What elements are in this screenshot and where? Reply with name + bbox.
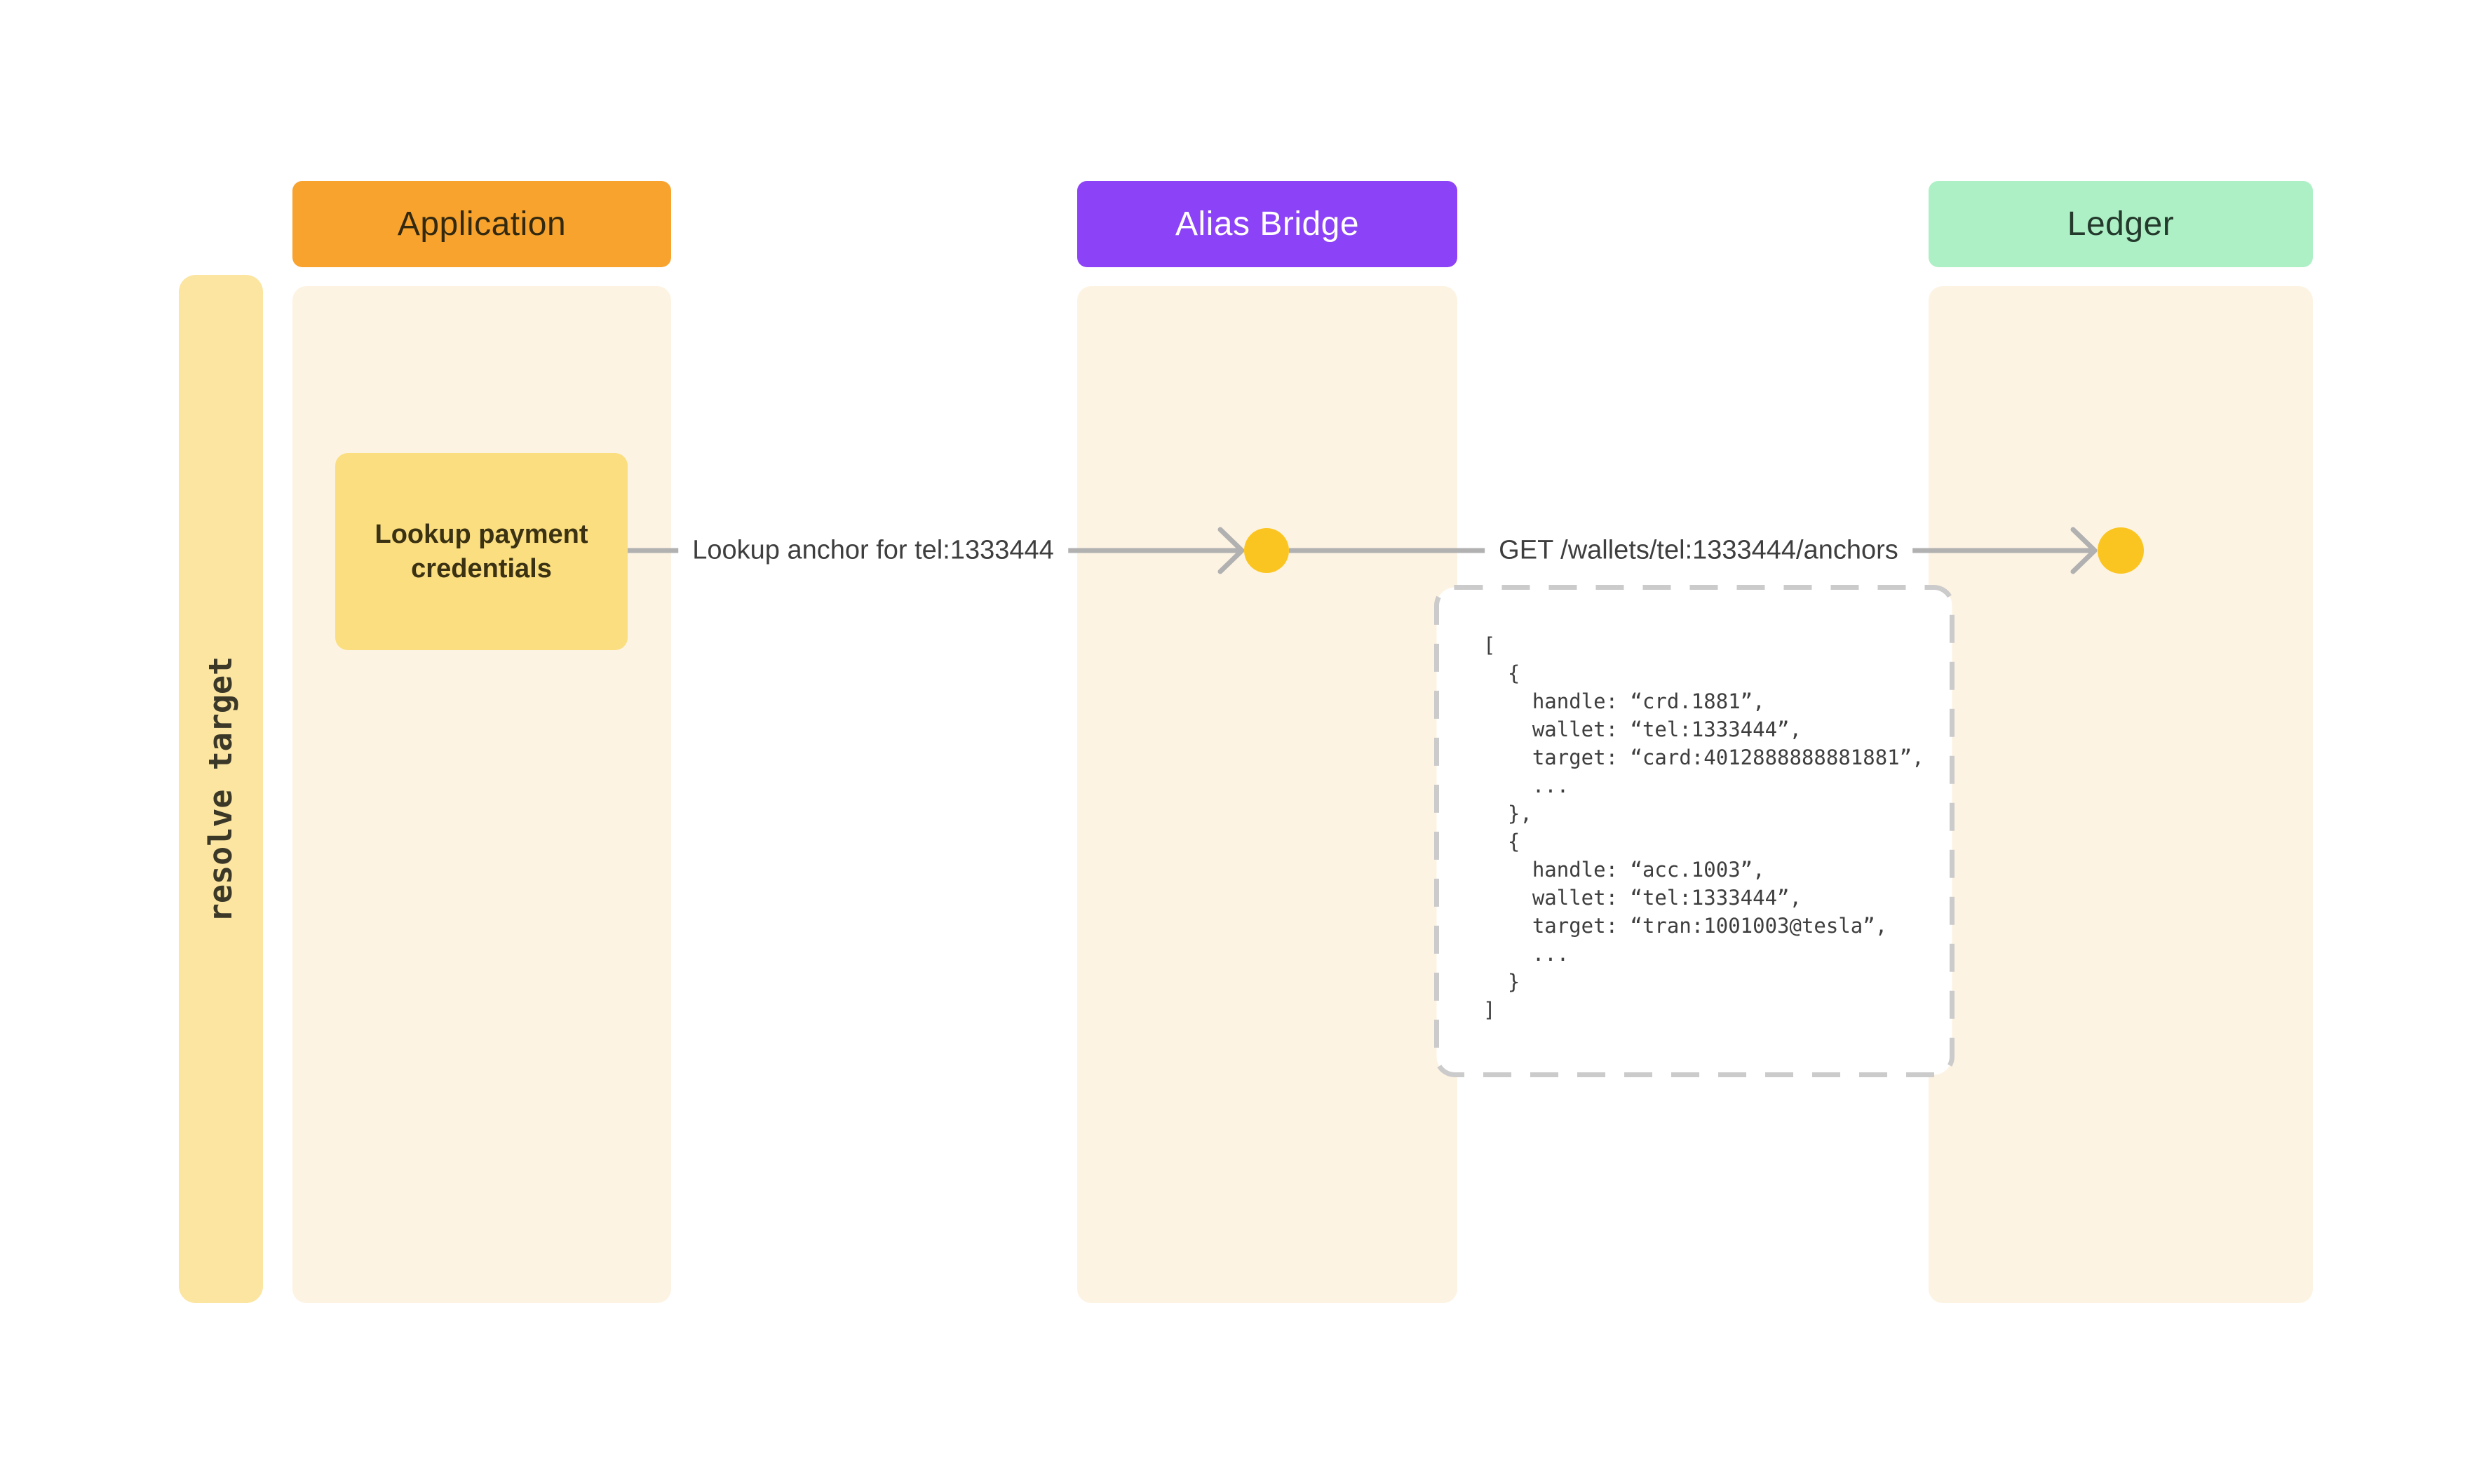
arrowhead-icon — [2070, 527, 2098, 574]
response-dashed-box — [1434, 585, 1955, 1077]
message-label-lookup-anchor: Lookup anchor for tel:1333444 — [678, 529, 1068, 572]
code-text: [ { handle: “crd.1881”, wallet: “tel:133… — [1483, 633, 1924, 1022]
lifeline-node-alias-bridge — [1244, 528, 1289, 573]
phase-strip: resolve target — [179, 275, 263, 1303]
lifeline-node-ledger — [2098, 527, 2144, 574]
lane-header-ledger: Ledger — [1929, 181, 2313, 267]
lane-ledger — [1929, 286, 2313, 1303]
lane-header-alias-bridge: Alias Bridge — [1077, 181, 1457, 267]
activity-label: Lookup payment credentials — [374, 519, 588, 584]
lane-header-alias-bridge-label: Alias Bridge — [1175, 205, 1360, 243]
arrowhead-icon — [1217, 527, 1245, 574]
message-label-get-wallets: GET /wallets/tel:1333444/anchors — [1485, 529, 1912, 572]
lane-header-application: Application — [292, 181, 671, 267]
activity-lookup-payment-credentials: Lookup payment credentials — [335, 453, 628, 650]
lane-header-ledger-label: Ledger — [2067, 205, 2175, 243]
response-code-block: [ { handle: “crd.1881”, wallet: “tel:133… — [1434, 585, 1955, 1077]
lane-alias-bridge — [1077, 286, 1457, 1303]
lane-header-application-label: Application — [397, 205, 567, 243]
